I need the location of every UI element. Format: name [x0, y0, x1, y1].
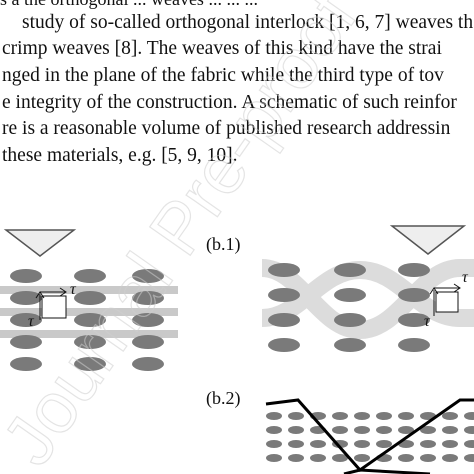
tows-b2	[266, 412, 474, 462]
load-arrow-left	[3, 229, 77, 257]
tow-ellipse	[74, 269, 106, 283]
tow-ellipse-small	[376, 412, 392, 420]
tow-ellipse-small	[266, 454, 282, 462]
tow-ellipse	[74, 313, 106, 327]
tow-ellipse	[334, 313, 366, 327]
tow-ellipse	[398, 288, 430, 302]
tow-ellipse	[398, 313, 430, 327]
tow-ellipse	[10, 357, 42, 371]
weave-schematic-figure: τ τ (b.1) (b.2) τ τ	[0, 225, 474, 474]
text-line-4: e integrity of the construction. A schem…	[2, 92, 457, 113]
tows-left	[10, 269, 164, 371]
tow-ellipse	[334, 338, 366, 352]
tow-ellipse-small	[354, 412, 370, 420]
tow-ellipse	[10, 335, 42, 349]
weft-bars-left	[0, 286, 178, 338]
tow-ellipse	[398, 338, 430, 352]
tow-ellipse-small	[464, 454, 474, 462]
tow-ellipse	[268, 288, 300, 302]
text-line-5: re is a reasonable volume of published r…	[2, 118, 451, 139]
text-line-3: nged in the plane of the fabric while th…	[2, 65, 444, 86]
tow-ellipse	[268, 263, 300, 277]
tow-ellipse	[398, 263, 430, 277]
tow-ellipse	[268, 313, 300, 327]
tow-ellipse	[132, 313, 164, 327]
tow-ellipse-small	[442, 426, 458, 434]
tow-ellipse-small	[354, 454, 370, 462]
tow-ellipse-small	[442, 454, 458, 462]
tow-ellipse-small	[288, 426, 304, 434]
shear-symbol-right-bottom: τ	[424, 313, 431, 330]
tow-ellipse-small	[398, 412, 414, 420]
paper-text: s a the orthogonal ... weaves ... ... ..…	[0, 0, 474, 200]
panel-label-b1: (b.1)	[206, 234, 241, 255]
tow-ellipse-small	[442, 440, 458, 448]
tow-ellipse-small	[420, 440, 436, 448]
shear-element-left: τ τ	[28, 281, 77, 330]
tow-ellipse	[74, 357, 106, 371]
tow-ellipse-small	[354, 426, 370, 434]
text-line-1: study of so-called orthogonal interlock …	[22, 12, 474, 33]
tow-ellipse-small	[376, 426, 392, 434]
weft-bar	[0, 330, 178, 338]
tow-ellipse	[334, 263, 366, 277]
tow-ellipse-small	[266, 440, 282, 448]
shear-symbol-left-bottom: τ	[28, 313, 35, 330]
shear-symbol-left-top: τ	[70, 281, 77, 298]
weft-bar	[0, 308, 178, 316]
tow-ellipse-small	[266, 412, 282, 420]
tow-ellipse	[10, 291, 42, 305]
tow-ellipse-small	[354, 440, 370, 448]
text-line-2: crimp weaves [8]. The weaves of this kin…	[2, 38, 442, 59]
tow-ellipse-small	[464, 426, 474, 434]
tow-ellipse-small	[332, 426, 348, 434]
tow-ellipse-small	[310, 454, 326, 462]
text-line-6: these materials, e.g. [5, 9, 10].	[2, 145, 238, 166]
tow-ellipse-small	[464, 412, 474, 420]
tows-right	[268, 263, 430, 352]
tow-ellipse	[132, 269, 164, 283]
tow-ellipse-small	[442, 412, 458, 420]
binder-yarn-b2	[265, 398, 474, 474]
tow-ellipse-small	[288, 440, 304, 448]
text-line-cut-top: s a the orthogonal ... weaves ... ... ..…	[0, 0, 258, 10]
tow-ellipse-small	[288, 412, 304, 420]
tow-ellipse	[132, 357, 164, 371]
shear-symbol-right-top: τ	[462, 269, 469, 286]
tow-ellipse	[132, 291, 164, 305]
tow-ellipse-small	[332, 412, 348, 420]
shear-element-right: τ τ	[424, 269, 469, 330]
tow-ellipse	[132, 335, 164, 349]
tow-ellipse	[10, 313, 42, 327]
tow-ellipse	[334, 288, 366, 302]
tow-ellipse-small	[398, 454, 414, 462]
tow-ellipse	[74, 335, 106, 349]
tow-ellipse	[10, 269, 42, 283]
tow-ellipse-small	[464, 440, 474, 448]
tow-ellipse-small	[332, 454, 348, 462]
tow-ellipse-small	[420, 426, 436, 434]
tow-ellipse-small	[376, 440, 392, 448]
tow-ellipse-small	[398, 426, 414, 434]
load-arrow-right	[389, 225, 467, 255]
tow-ellipse-small	[420, 454, 436, 462]
tow-ellipse	[268, 338, 300, 352]
panel-label-b2: (b.2)	[206, 388, 241, 409]
tow-ellipse-small	[266, 426, 282, 434]
tow-ellipse-small	[310, 440, 326, 448]
tow-ellipse	[74, 291, 106, 305]
tow-ellipse-small	[288, 454, 304, 462]
weft-bar	[0, 286, 178, 294]
